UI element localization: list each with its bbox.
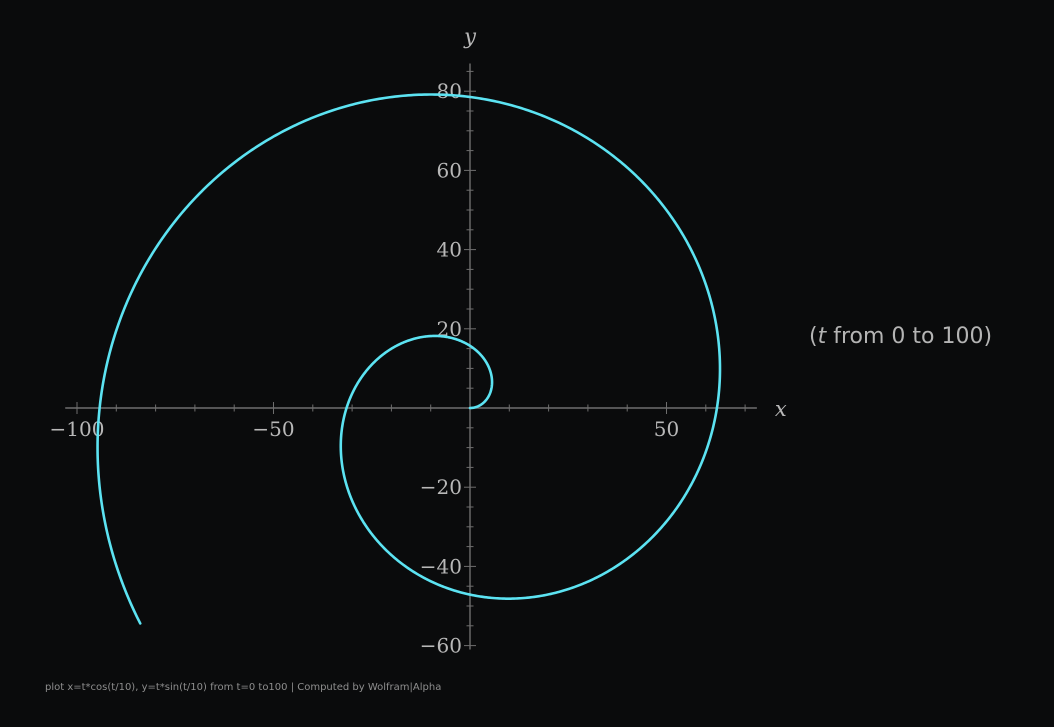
y-tick-label: −40 [420, 554, 462, 578]
y-tick-label: 40 [437, 238, 462, 262]
param-note-text: from 0 to 100) [826, 324, 993, 349]
parameter-range-note: (t from 0 to 100) [809, 324, 992, 349]
query-footer: plot x=t*cos(t/10), y=t*sin(t/10) from t… [45, 682, 442, 693]
x-axis-label: x [775, 397, 787, 421]
y-tick-label: 80 [437, 79, 462, 103]
y-tick-label: −20 [420, 475, 462, 499]
x-tick-label: 50 [654, 417, 679, 441]
spiral-curve [96, 93, 722, 625]
param-note-open: ( [809, 324, 818, 349]
y-tick-label: 60 [437, 158, 462, 182]
y-tick-label: −60 [420, 634, 462, 658]
x-tick-label: −100 [50, 417, 105, 441]
param-note-variable: t [817, 324, 827, 349]
x-tick-label: −50 [252, 417, 294, 441]
y-axis-label: y [463, 24, 477, 48]
